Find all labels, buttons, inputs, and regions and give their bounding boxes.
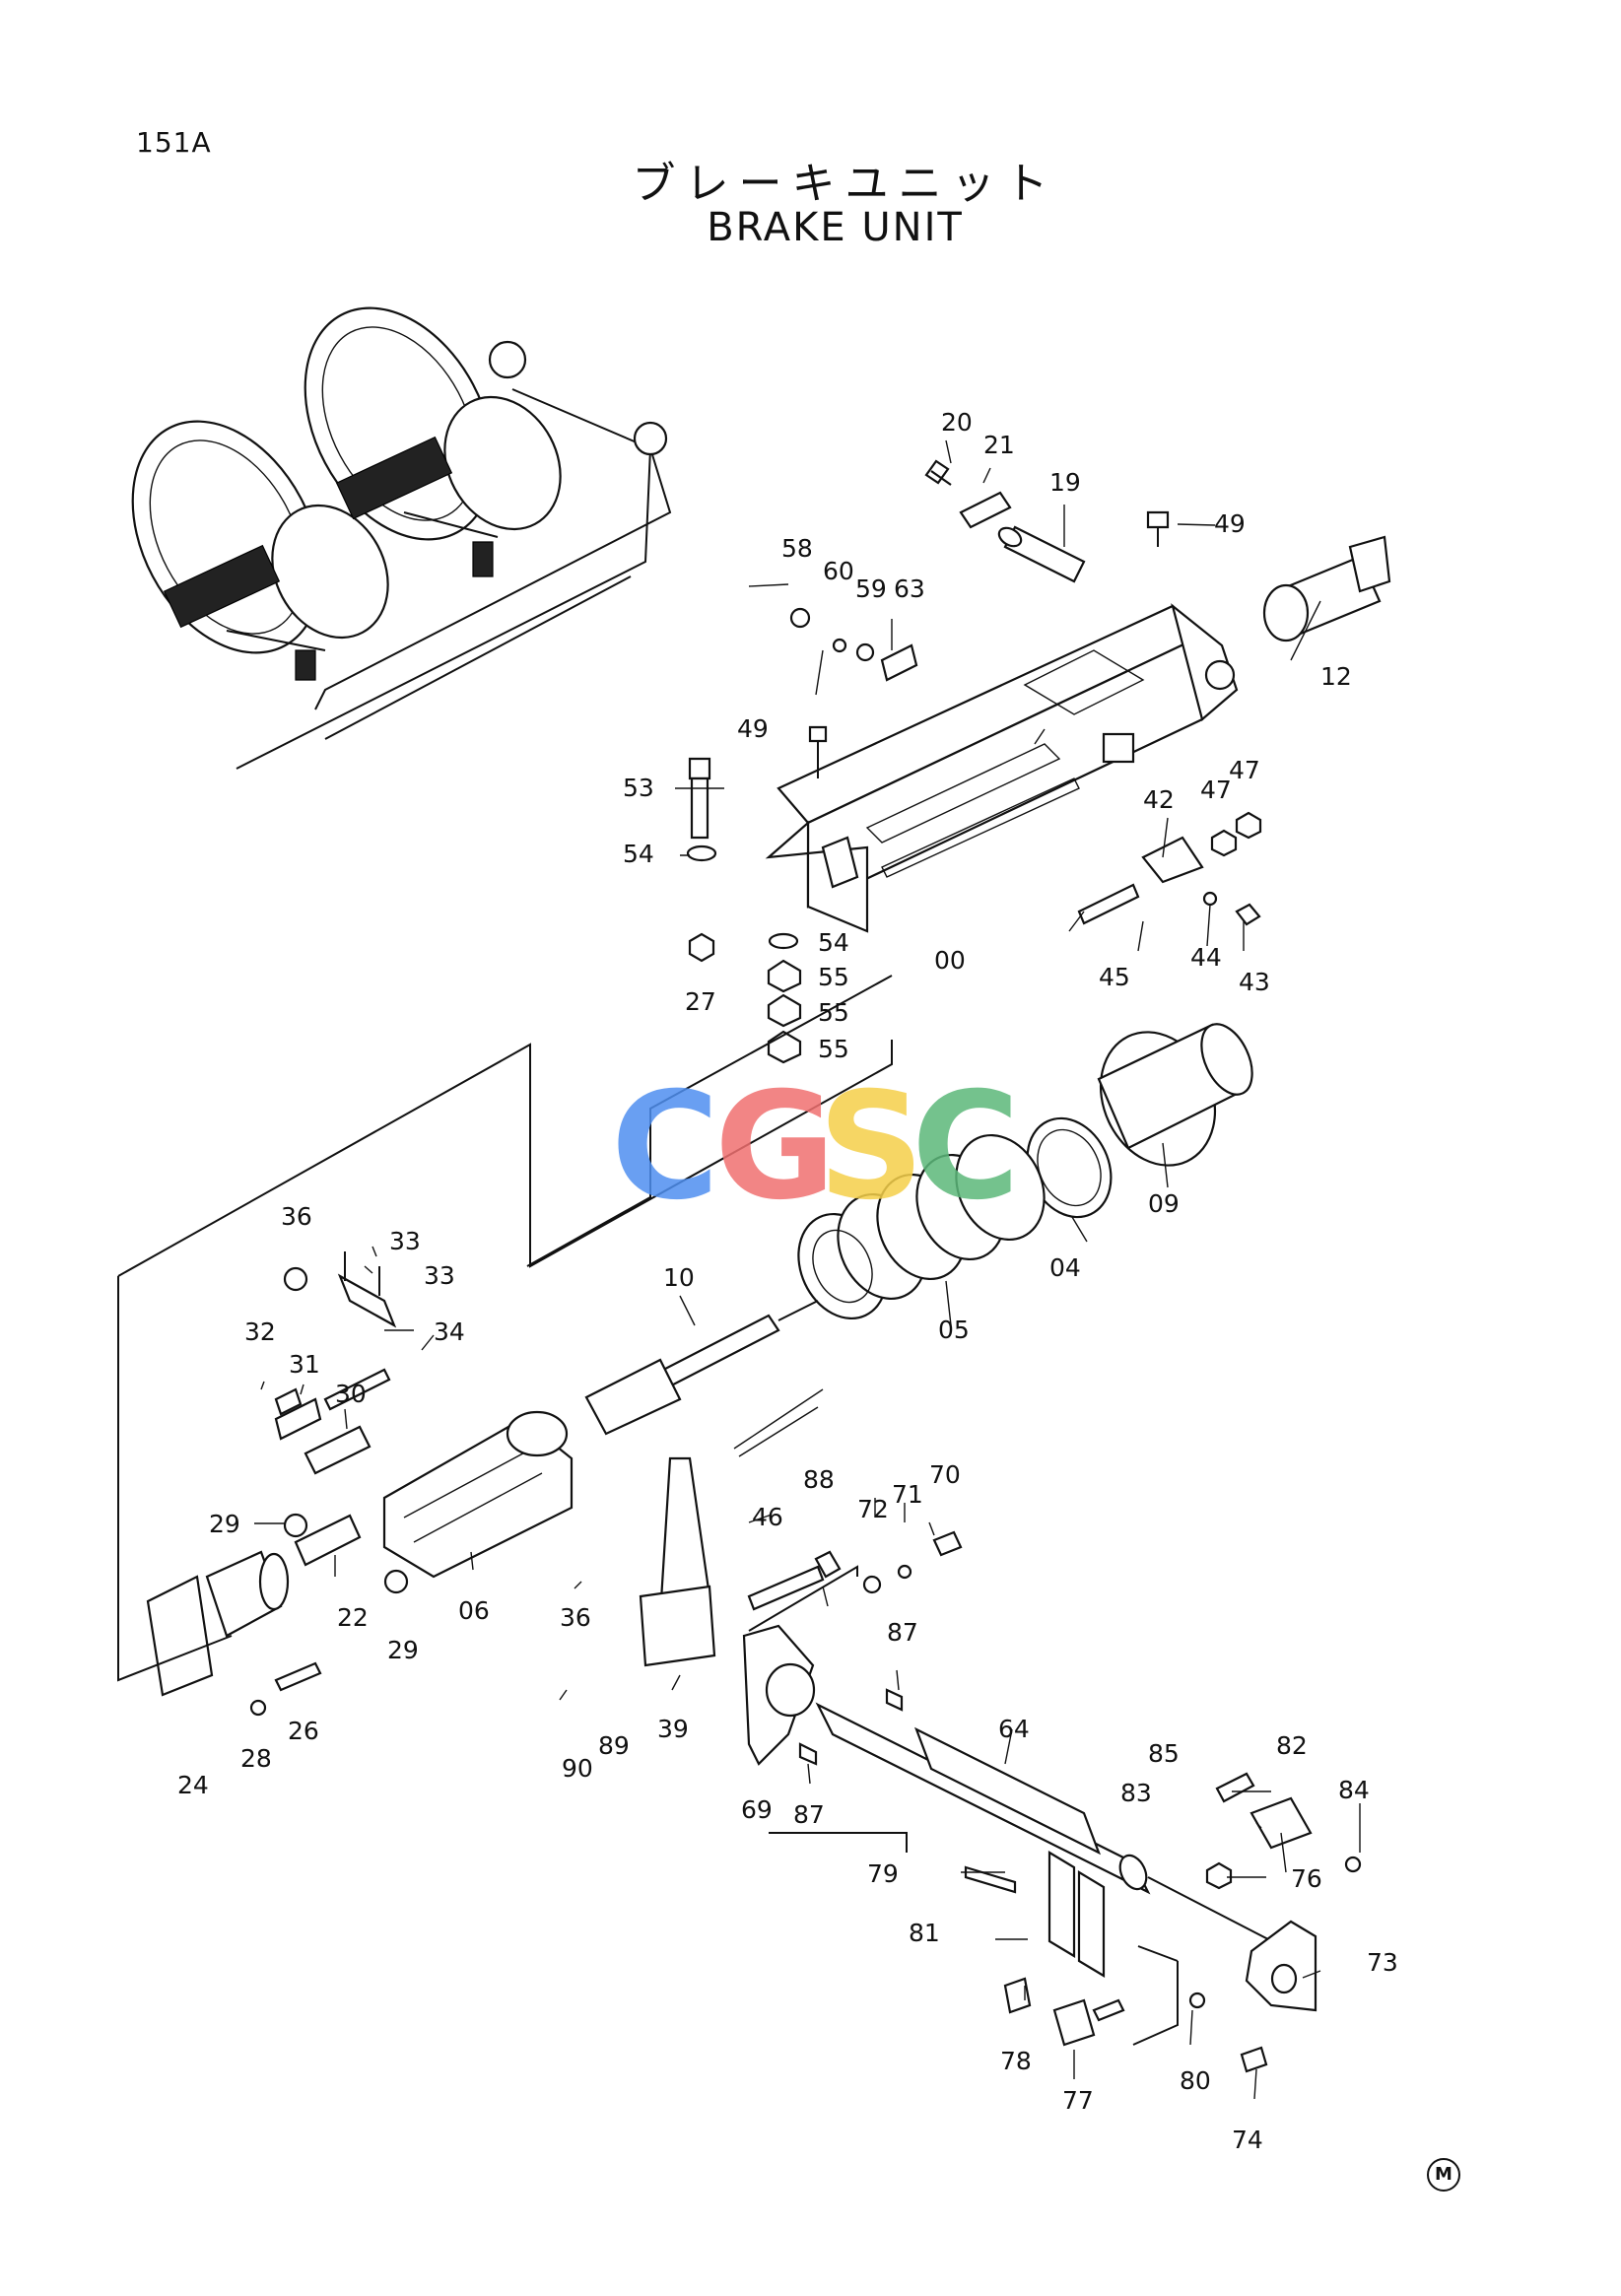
callout-30: 30 — [335, 1380, 367, 1408]
callout-44: 44 — [1190, 943, 1222, 972]
page-code: 151A — [136, 126, 212, 159]
callout-81: 81 — [909, 1919, 940, 1947]
callout-55a: 55 — [818, 963, 849, 991]
watermark-letter-c2: C — [912, 1061, 1020, 1233]
callout-87a: 87 — [887, 1618, 918, 1647]
callout-82: 82 — [1276, 1731, 1308, 1760]
callout-27: 27 — [685, 987, 716, 1016]
callout-09: 09 — [1148, 1189, 1180, 1218]
callout-29b: 29 — [387, 1636, 419, 1664]
callout-46: 46 — [752, 1503, 783, 1531]
callout-04: 04 — [1049, 1253, 1081, 1282]
callout-47a: 47 — [1229, 756, 1260, 784]
callout-54b: 54 — [818, 928, 849, 957]
callout-80: 80 — [1180, 2066, 1211, 2095]
callout-70: 70 — [929, 1460, 961, 1489]
callout-00: 00 — [934, 946, 966, 975]
callout-49a: 49 — [1214, 509, 1246, 538]
callout-05: 05 — [938, 1316, 970, 1344]
callout-10: 10 — [663, 1263, 695, 1292]
callout-90: 90 — [562, 1754, 593, 1783]
callout-79: 79 — [867, 1859, 899, 1888]
callout-32: 32 — [244, 1317, 276, 1346]
callout-28: 28 — [240, 1744, 272, 1773]
reference-lines — [117, 975, 1179, 2046]
watermark-letter-c1: C — [611, 1061, 719, 1233]
callout-22: 22 — [337, 1603, 369, 1632]
callout-84: 84 — [1338, 1776, 1370, 1804]
callout-26: 26 — [288, 1717, 319, 1745]
callout-64: 64 — [998, 1715, 1030, 1743]
callout-89: 89 — [598, 1731, 630, 1760]
callout-88: 88 — [803, 1465, 835, 1494]
overview-inset — [131, 306, 672, 770]
callout-06: 06 — [458, 1596, 490, 1625]
callout-24: 24 — [177, 1771, 209, 1799]
callout-21: 21 — [983, 431, 1015, 459]
cylinder-24 — [146, 1575, 214, 1697]
callout-36a: 36 — [281, 1202, 312, 1231]
callout-73: 73 — [1367, 1948, 1398, 1977]
callout-72: 72 — [857, 1495, 889, 1523]
callout-71: 71 — [892, 1480, 923, 1509]
watermark-letter-g: G — [714, 1061, 836, 1233]
callout-34: 34 — [434, 1317, 465, 1346]
callout-39: 39 — [657, 1715, 689, 1743]
callout-55c: 55 — [818, 1035, 849, 1063]
watermark: C G S C — [611, 1061, 1020, 1233]
callout-59: 59 — [855, 574, 887, 603]
callout-76: 76 — [1291, 1864, 1322, 1893]
callout-85: 85 — [1148, 1739, 1180, 1768]
callout-43: 43 — [1239, 968, 1270, 996]
callout-29a: 29 — [209, 1510, 240, 1538]
callout-36b: 36 — [560, 1603, 591, 1632]
callout-54a: 54 — [623, 840, 654, 868]
callout-47b: 47 — [1200, 776, 1232, 804]
model-mark: M — [1427, 2158, 1460, 2192]
callout-78: 78 — [1000, 2047, 1032, 2075]
callout-20: 20 — [941, 408, 973, 437]
callout-77: 77 — [1062, 2086, 1094, 2115]
watermark-letter-s: S — [818, 1061, 924, 1233]
callout-87b: 87 — [793, 1800, 825, 1829]
callout-33a: 33 — [389, 1227, 421, 1255]
callout-33b: 33 — [424, 1261, 455, 1290]
leader-lines — [254, 439, 1361, 2100]
callout-49b: 49 — [737, 714, 769, 743]
callout-42: 42 — [1143, 785, 1175, 814]
callout-55b: 55 — [818, 998, 849, 1027]
title-japanese: ブレーキユニット — [632, 159, 1058, 209]
title-english: BRAKE UNIT — [707, 205, 964, 250]
callout-58: 58 — [781, 534, 813, 563]
spring-assembly — [797, 1023, 1253, 1320]
callout-19: 19 — [1049, 468, 1081, 497]
callout-69: 69 — [741, 1795, 773, 1824]
callout-53: 53 — [623, 774, 654, 802]
callout-74: 74 — [1232, 2126, 1263, 2154]
callout-45: 45 — [1099, 963, 1130, 991]
callout-63: 63 — [894, 574, 925, 603]
callout-31: 31 — [289, 1350, 320, 1379]
brake-frame — [765, 603, 1239, 933]
callouts: 20 21 19 49 58 60 59 63 12 49 53 47 47 4… — [177, 408, 1398, 2154]
callout-12: 12 — [1320, 662, 1352, 691]
callout-60: 60 — [823, 557, 854, 585]
callout-83: 83 — [1120, 1779, 1152, 1807]
